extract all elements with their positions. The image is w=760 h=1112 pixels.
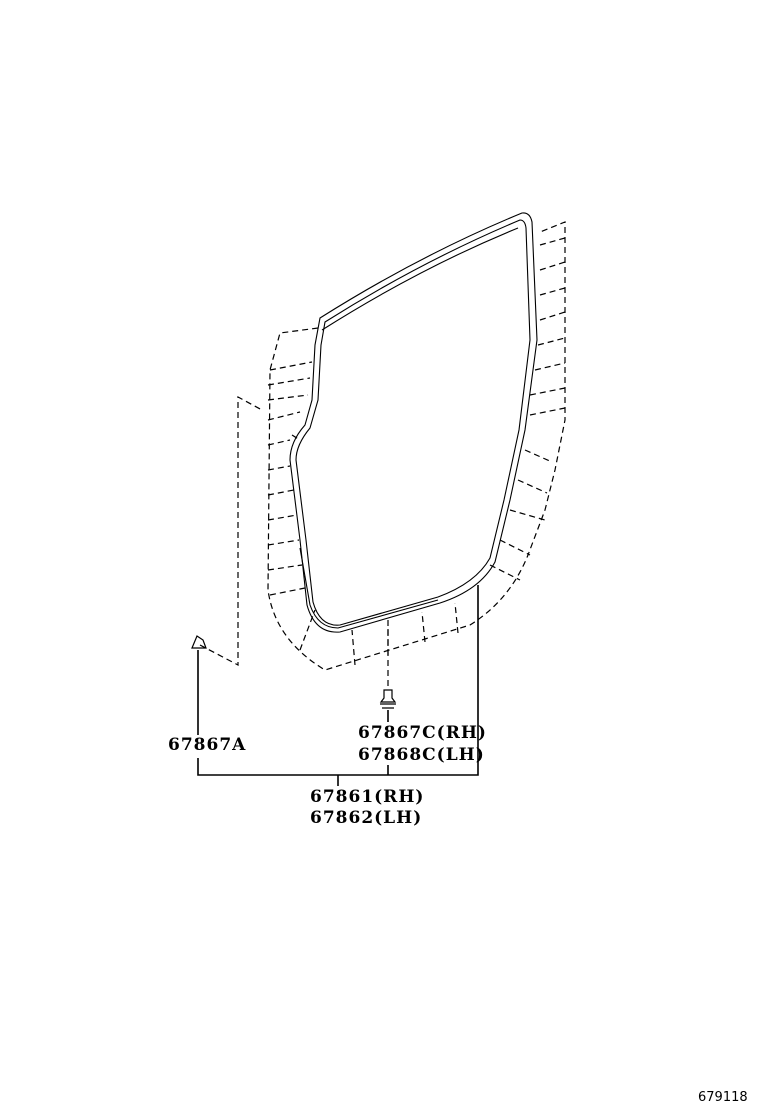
part-label-67862-lh: 67862(LH) — [310, 808, 423, 828]
clip-67867a-icon — [191, 635, 207, 649]
clip-67867c-icon — [379, 689, 397, 709]
part-label-67861-rh: 67861(RH) — [310, 787, 425, 807]
part-label-67868c-lh: 67868C(LH) — [358, 745, 485, 765]
part-label-67867c-rh: 67867C(RH) — [358, 723, 487, 743]
figure-code: 679118 — [698, 1090, 748, 1105]
leader-lines — [197, 585, 479, 786]
part-label-67867a: 67867A — [168, 735, 247, 755]
door-flange-outline — [199, 221, 566, 690]
door-weatherstrip — [289, 212, 538, 633]
